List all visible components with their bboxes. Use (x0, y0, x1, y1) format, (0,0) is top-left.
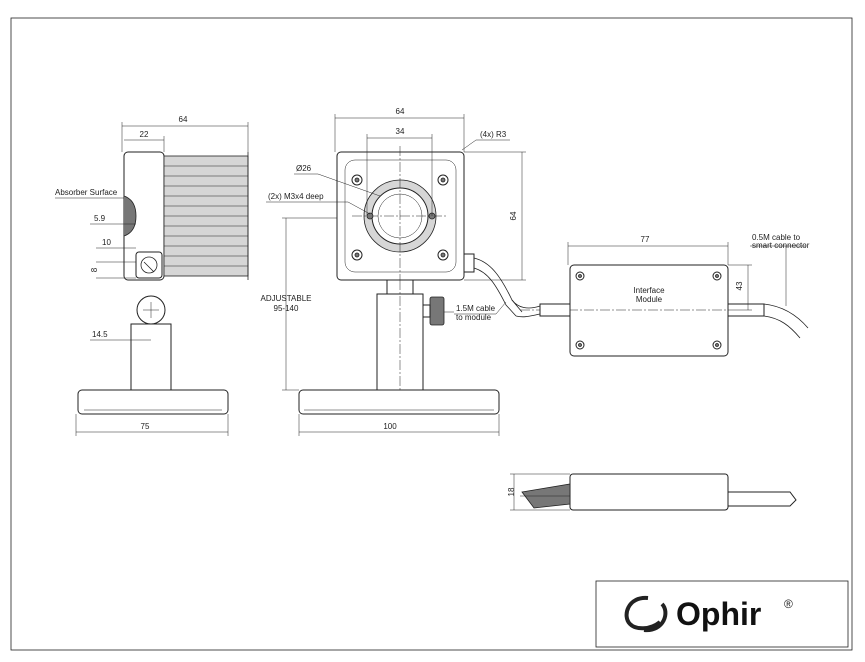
side-view: 64 22 Absorber Surface 5.9 10 8 14.5 75 (55, 115, 249, 436)
side-overall-width: 64 (179, 115, 188, 124)
front-adjustable-range: 95-140 (274, 304, 299, 313)
side-post (130, 323, 172, 391)
front-aperture-diameter: Ø26 (296, 164, 312, 173)
module-label-2: Module (636, 295, 663, 304)
ophir-logo-icon (624, 595, 668, 633)
side-heatsink-fins (163, 152, 249, 280)
registered-mark: ® (784, 597, 793, 611)
side-absorber (123, 195, 137, 237)
front-adjustable-label: ADJUSTABLE (261, 294, 312, 303)
front-width: 64 (396, 107, 405, 116)
front-base-width: 100 (383, 422, 397, 431)
module-height: 43 (735, 281, 744, 290)
front-height: 64 (509, 211, 518, 220)
front-base (298, 389, 500, 415)
front-cable-gland (463, 253, 475, 273)
front-corner-screws (351, 174, 449, 261)
module-label-1: Interface (633, 286, 665, 295)
side-clamp-offset: 10 (102, 238, 111, 247)
front-aperture-spacing: 34 (396, 127, 405, 136)
front-view: 64 34 (4x) R3 Ø26 (2x) M3x4 deep 64 ADJU… (261, 107, 526, 436)
front-mount-holes: (2x) M3x4 deep (268, 192, 324, 201)
module-screws (575, 271, 722, 350)
front-cable-label-1: 1.5M cable (456, 304, 496, 313)
side-base-width: 75 (141, 422, 150, 431)
absorber-surface-label: Absorber Surface (55, 188, 118, 197)
side-front-width: 22 (140, 130, 149, 139)
module-thickness: 18 (507, 487, 516, 496)
side-clamp-height: 8 (90, 267, 99, 272)
side-absorber-depth: 5.9 (94, 214, 106, 223)
front-clamp-knob (429, 296, 445, 326)
side-base (77, 389, 229, 415)
front-corner-radius: (4x) R3 (480, 130, 507, 139)
module-cable-label-2: smart connector (752, 241, 810, 250)
module-side-body (569, 473, 729, 511)
logo-box: Ophir ® (595, 580, 849, 648)
module-body (569, 264, 729, 357)
drawing-frame (10, 17, 853, 651)
front-cable-label-2: to module (456, 313, 492, 322)
module-cable-label-1: 0.5M cable to (752, 233, 801, 242)
module-width: 77 (641, 235, 650, 244)
side-clamp (135, 251, 163, 279)
brand-name: Ophir (676, 596, 761, 632)
module-side-view: 18 (507, 473, 797, 511)
module-top-view: Interface Module 77 43 0.5M cable to sma… (511, 233, 810, 357)
side-post-offset: 14.5 (92, 330, 108, 339)
